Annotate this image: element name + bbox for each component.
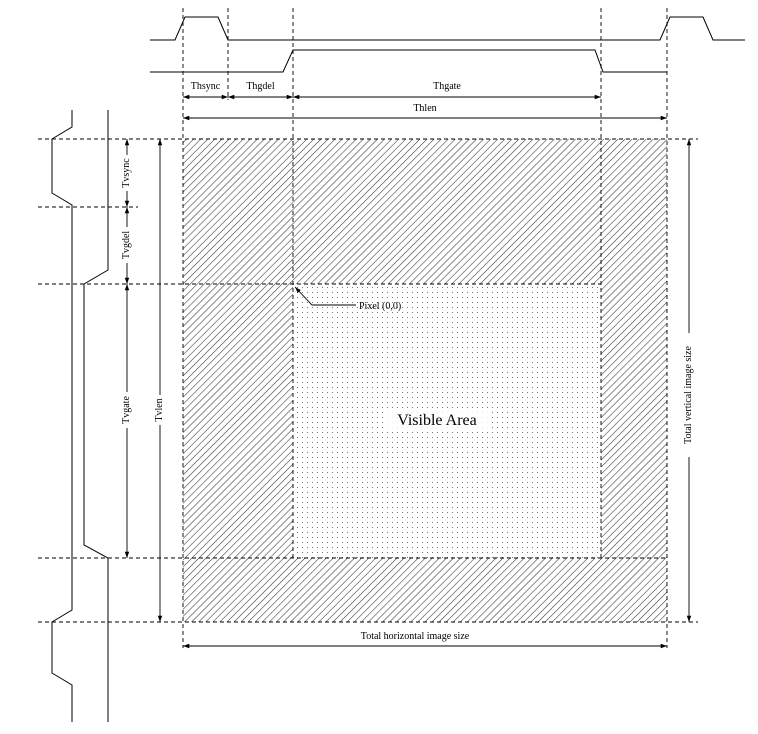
tvsync-label: Tvsync: [121, 158, 132, 188]
visible-area-label: Visible Area: [397, 412, 476, 429]
pixel-origin-arrow: [294, 286, 356, 306]
horizontal-gate-waveform: [150, 49, 667, 73]
horizontal-guides: [38, 138, 698, 623]
total-vertical-label: Total vertical image size: [683, 346, 694, 444]
thgdel-label: Thgdel: [246, 81, 275, 92]
tvgate-label: Tvgate: [121, 396, 132, 424]
vertical-sync-waveform: [51, 110, 73, 722]
tvgdel-label: Tvgdel: [121, 231, 132, 260]
horizontal-sync-waveform: [150, 16, 745, 41]
thlen-label: Thlen: [413, 103, 436, 114]
pixel-origin-label: Pixel (0,0): [359, 301, 401, 312]
horizontal-dimensions: [183, 94, 667, 649]
vertical-guides: [182, 8, 668, 648]
total-horizontal-label: Total horizontal image size: [361, 631, 470, 642]
thsync-label: Thsync: [191, 81, 221, 92]
thgate-label: Thgate: [433, 81, 461, 92]
tvlen-label: Tvlen: [154, 398, 165, 421]
vertical-gate-waveform: [83, 110, 109, 722]
